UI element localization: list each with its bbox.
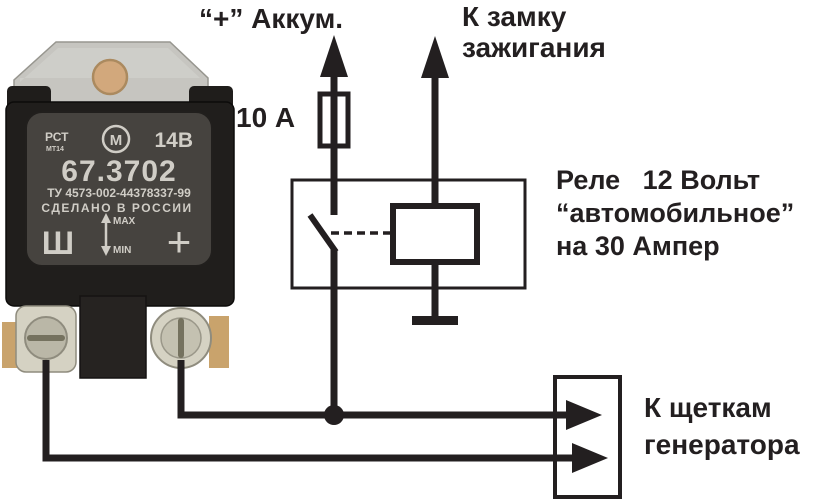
- fuse-symbol: [317, 91, 351, 149]
- relay-label-line1: Реле 12 Вольт: [556, 165, 761, 195]
- schematic: [42, 35, 622, 499]
- ignition-label-line1: К замку: [462, 1, 567, 32]
- relay-coil: [390, 203, 480, 265]
- adjust-arrows-icon: [101, 213, 111, 256]
- relay-outline: [290, 178, 527, 290]
- connector-tab: [79, 295, 147, 379]
- rst-cert-icon: РСТ МТ14: [45, 130, 69, 153]
- device-tu-number: ТУ 4573-002-44378337-99: [47, 186, 191, 200]
- switch-blade: [307, 213, 339, 254]
- connector-arrow-top-icon: [566, 400, 602, 430]
- ground-symbol: [412, 316, 458, 325]
- connector-arrow-bottom-icon: [572, 443, 608, 473]
- relay-label: Реле 12 Вольт “автомобильное” на 30 Ампе…: [556, 164, 794, 263]
- generator-connector-box: [553, 375, 622, 499]
- device-label-plate: [25, 111, 213, 267]
- regulator-photo: РСТ МТ14 М 14В 67.3702 ТУ 4573-002-44378…: [2, 41, 235, 379]
- relay-label-line3: на 30 Ампер: [556, 231, 720, 261]
- battery-label: “+” Аккум.: [199, 3, 344, 34]
- terminal-plus-label: +: [167, 218, 192, 265]
- wire-sh-terminal: [42, 360, 576, 462]
- generator-label-line1: К щеткам: [644, 392, 772, 423]
- terminal-screw-left: [15, 305, 77, 373]
- ignition-label-line2: зажигания: [462, 32, 606, 63]
- generator-label: К щеткам генератора: [644, 389, 800, 463]
- side-tab-right: [209, 316, 229, 368]
- side-tab-left: [2, 322, 17, 368]
- device-model: 67.3702: [61, 155, 176, 188]
- manufacturer-logo-icon: М: [101, 124, 131, 154]
- relay-label-line2: “автомобильное”: [556, 198, 795, 228]
- mounting-hole: [91, 58, 129, 96]
- adjust-max-label: MAX: [113, 216, 136, 227]
- terminal-sh-label: Ш: [42, 225, 74, 261]
- ignition-label: К замку зажигания: [462, 1, 606, 63]
- svg-text:РСТ: РСТ: [45, 130, 69, 144]
- device-voltage-rating: 14В: [154, 129, 193, 152]
- svg-text:МТ14: МТ14: [46, 146, 64, 153]
- generator-label-line2: генератора: [644, 429, 800, 460]
- wire-plus-terminal: [177, 360, 570, 419]
- fuse-label: 10 А: [236, 102, 296, 133]
- junction-dot: [324, 405, 344, 425]
- svg-text:М: М: [110, 132, 123, 149]
- adjust-min-label: MIN: [113, 245, 131, 256]
- terminal-screw-right: [150, 307, 212, 369]
- device-made-in: СДЕЛАНО В РОССИИ: [41, 201, 192, 215]
- ignition-arrow-icon: [421, 36, 449, 78]
- battery-arrow-icon: [320, 35, 348, 77]
